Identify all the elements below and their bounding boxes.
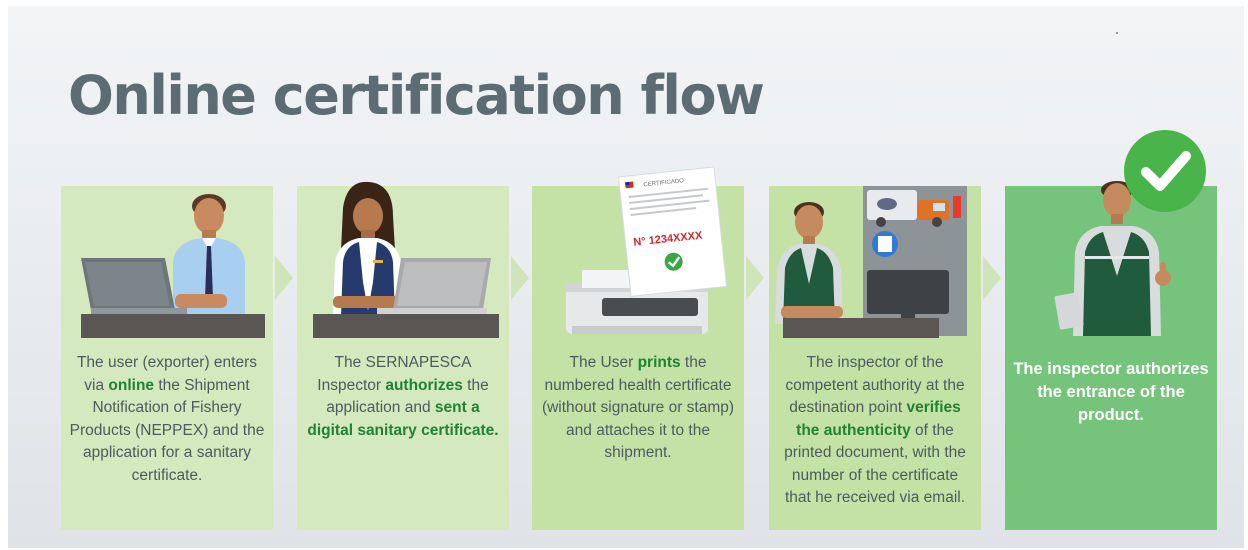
page-title: Online certification flow [68,64,765,127]
step-1-text: The user (exporter) enters via online th… [69,352,265,487]
body-text: The User [569,354,638,371]
body-text: the numbered health certificate (without… [541,354,735,461]
flow-arrow-2 [511,256,529,300]
highlight-text: authorizes [385,376,463,394]
highlight-text: sent a digital sanitary certificate. [307,399,499,439]
body-text: the Shipment Notification of Fishery Pro… [69,376,265,484]
infographic-canvas: Online certification flow The user (expo… [8,6,1244,548]
highlight-text: online [108,376,155,394]
step-2-text: The SERNAPESCA Inspector authorizes the … [305,352,501,442]
body-text: The user (exporter) enters via [76,354,258,394]
step-5-text: The inspector authorizes the entrance of… [1013,358,1209,427]
destination-inspector-illustration [775,186,967,338]
check-icon [1124,130,1206,212]
body-text: The SERNAPESCA Inspector [317,354,472,394]
body-text: The inspector of the competent authority… [785,354,965,416]
highlight-text: prints [637,354,681,371]
step-2-panel: The SERNAPESCA Inspector authorizes the … [297,181,509,530]
inspector-at-laptop-illustration [313,181,499,338]
step-3-text: The User prints the numbered health cert… [540,352,736,465]
flow-arrow-3 [746,256,764,300]
exporter-at-laptop-illustration [81,194,265,338]
printer-certificate-illustration: CERTIFICADO N° 1234XXXX [566,166,728,334]
step-3-panel: CERTIFICADO N° 1234XXXX The User prints … [532,166,744,530]
body-text: the application and [326,376,489,417]
step-4-text: The inspector of the competent authority… [777,352,973,510]
step-5-panel: The inspector authorizes the entrance of… [1005,181,1217,530]
step-1-panel: The user (exporter) enters via online th… [61,186,273,530]
flow-arrow-4 [983,256,1001,300]
inspector-authorizes-illustration [1054,181,1171,336]
highlight-text: verifies the authenticity [796,399,961,439]
speck [1116,32,1118,34]
step-4-panel: The inspector of the competent authority… [769,186,981,530]
flow-arrow-1 [275,256,293,300]
body-text: of the printed document, with the number… [784,421,966,507]
certificate-header: CERTIFICADO [643,178,684,188]
body-text: The inspector authorizes the entrance of… [1013,360,1209,424]
